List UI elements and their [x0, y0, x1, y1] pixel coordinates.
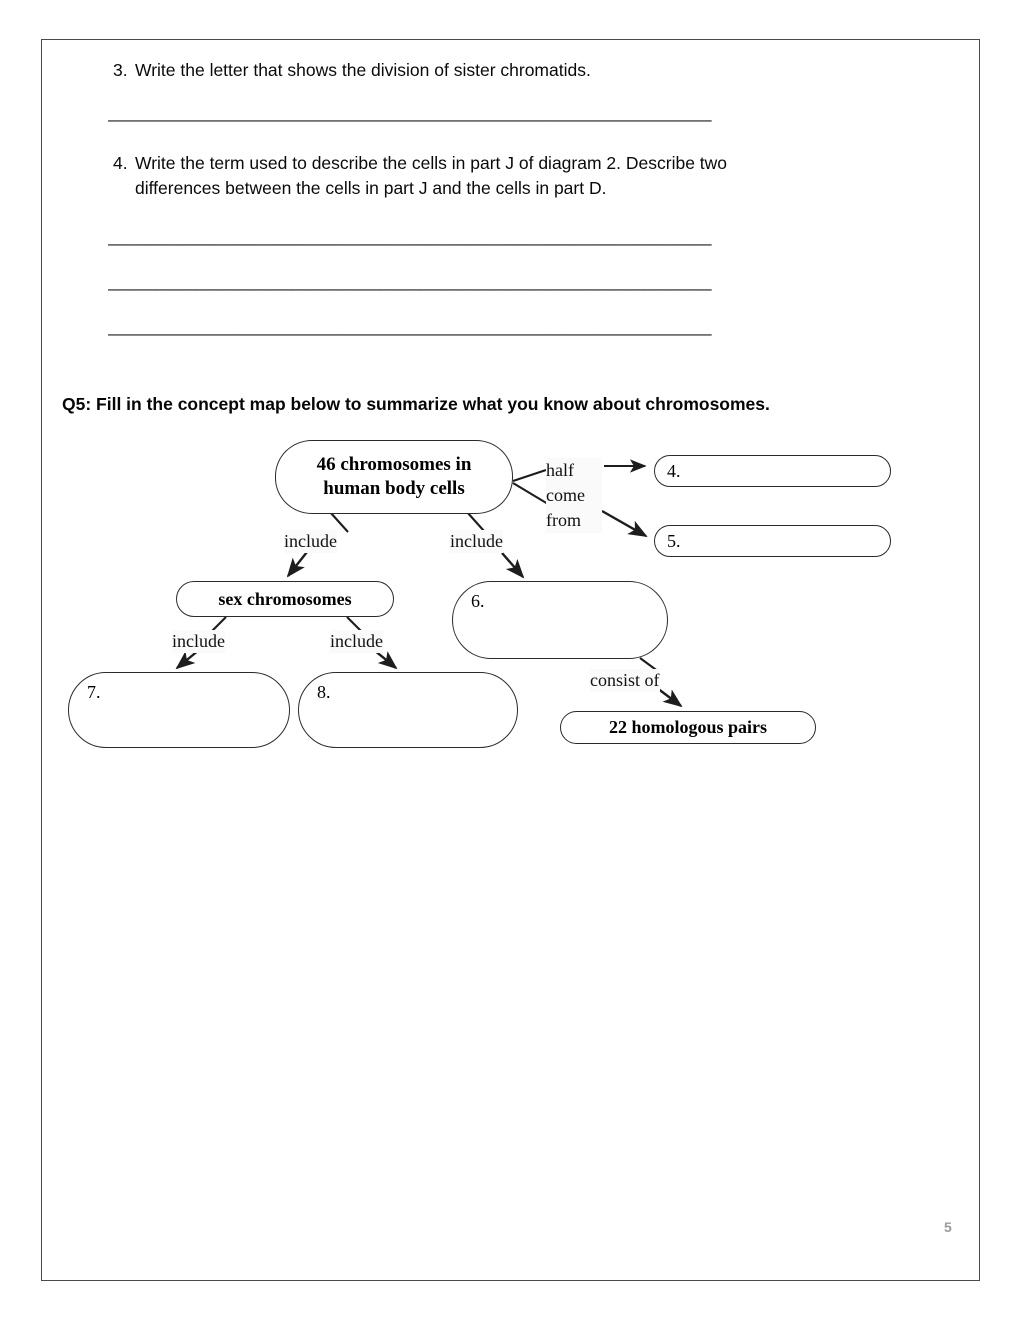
q5-heading: Q5: Fill in the concept map below to sum…: [62, 394, 770, 414]
question-3: 3. Write the letter that shows the divisi…: [113, 58, 591, 83]
answer-line-q3-1[interactable]: ________________________________________…: [108, 102, 712, 122]
question-3-number: 3.: [113, 60, 128, 80]
question-3-text: Write the letter that shows the division…: [135, 60, 591, 80]
question-4: 4. Write the term used to describe the ce…: [113, 151, 727, 201]
answer-line-q4-2[interactable]: ________________________________________…: [108, 271, 712, 291]
question-4-text-line1: Write the term used to describe the cell…: [135, 153, 728, 173]
answer-line-q4-1[interactable]: ________________________________________…: [108, 226, 712, 246]
question-4-number: 4.: [113, 153, 128, 173]
page-number: 5: [944, 1219, 952, 1235]
question-4-text-line2: differences between the cells in part J …: [135, 178, 607, 198]
answer-line-q4-3[interactable]: ________________________________________…: [108, 316, 712, 336]
